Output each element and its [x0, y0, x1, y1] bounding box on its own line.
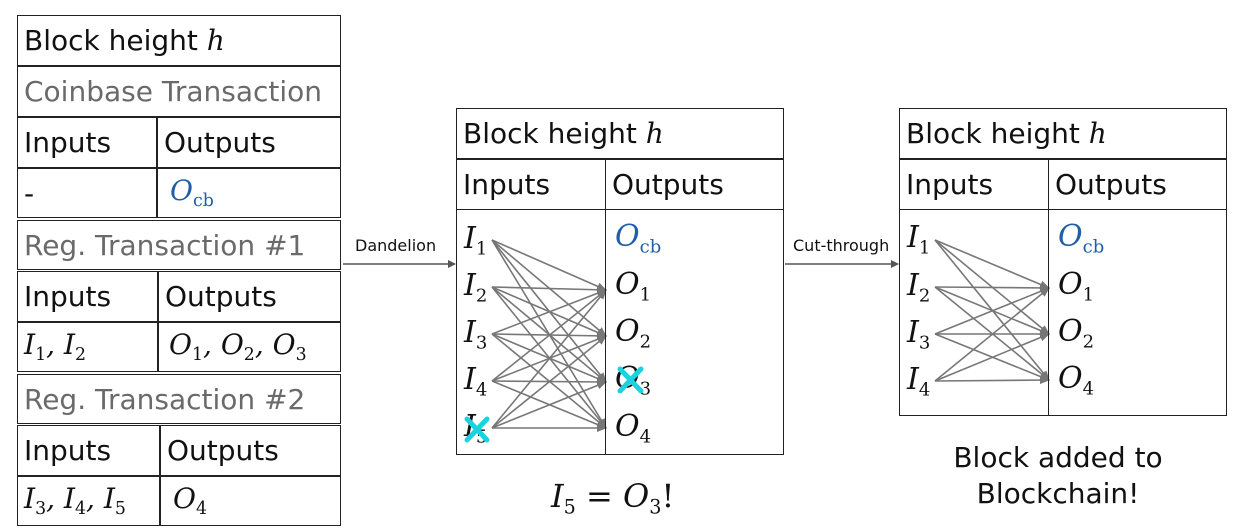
block-height-var: h — [206, 24, 225, 57]
right-input-i3: I3 — [907, 315, 931, 354]
right-output-o4: O4 — [1058, 361, 1095, 400]
middle-input-i1: I1 — [464, 221, 488, 260]
tx1-outputs-value: O1, O2, O3 — [158, 322, 341, 372]
tx2-inputs-list: I3, I4, I5 — [24, 482, 126, 520]
tx2-inputs-value: I3, I4, I5 — [17, 476, 160, 526]
right-edge-4-1 — [934, 287, 1050, 382]
right-output-ocb: Ocb — [1058, 219, 1105, 258]
right-input-i1: I1 — [907, 220, 931, 259]
middle-output-o4: O4 — [615, 409, 652, 448]
blockchain-caption: Block added to Blockchain! — [930, 440, 1186, 512]
dandelion-label: Dandelion — [355, 236, 437, 255]
right-output-o1: O1 — [1058, 267, 1095, 306]
equation-i5-equals-o3: I5 = O3! — [551, 477, 675, 519]
middle-block-header: Block height h — [456, 108, 784, 159]
middle-input-i2: I2 — [464, 268, 488, 307]
middle-input-i4: I4 — [464, 362, 488, 401]
coinbase-inputs-value: - — [17, 168, 157, 218]
right-block-header: Block height h — [899, 108, 1227, 159]
right-input-i4: I4 — [907, 362, 931, 401]
caption-line-1: Block added to — [953, 441, 1163, 474]
left-block-header: Block height h — [17, 15, 341, 66]
coinbase-title: Coinbase Transaction — [17, 66, 341, 117]
coinbase-outputs-header: Outputs — [157, 117, 341, 168]
middle-edges — [491, 239, 607, 432]
tx1-inputs-list: I1, I2 — [24, 328, 87, 366]
right-inputs-header: Inputs — [899, 159, 1049, 210]
right-output-o2: O2 — [1058, 314, 1095, 353]
coinbase-outputs-value: Ocb — [157, 168, 341, 218]
middle-output-o3: O3 — [615, 361, 652, 400]
right-edge-4-3 — [934, 376, 1050, 385]
tx1-outputs-list: O1, O2, O3 — [169, 328, 307, 366]
middle-edge-4-1 — [491, 289, 607, 382]
right-outputs-column — [1048, 209, 1227, 416]
middle-output-o2: O2 — [615, 314, 652, 353]
middle-edge-5-1 — [491, 289, 607, 429]
right-edge-4-2 — [934, 333, 1050, 382]
middle-outputs-column — [605, 209, 784, 455]
right-edge-3-1 — [934, 287, 1050, 335]
middle-edge-2-1 — [491, 285, 607, 294]
middle-edge-5-3 — [491, 381, 607, 429]
tx1-inputs-value: I1, I2 — [17, 322, 158, 372]
caption-line-2: Blockchain! — [976, 477, 1140, 510]
tx2-outputs-header: Outputs — [160, 425, 341, 476]
middle-input-i5: I5 — [464, 409, 488, 448]
middle-input-i3: I3 — [464, 315, 488, 354]
tx1-inputs-header: Inputs — [17, 271, 158, 322]
output-coinbase: Ocb — [170, 174, 214, 212]
middle-edge-1-1 — [491, 239, 607, 291]
cut-through-label: Cut-through — [793, 236, 890, 255]
tx2-title: Reg. Transaction #2 — [17, 374, 341, 424]
right-outputs-header: Outputs — [1048, 159, 1227, 210]
tx2-outputs-list: O4 — [173, 482, 208, 520]
right-edge-1-1 — [934, 239, 1050, 289]
middle-output-o1: O1 — [615, 267, 652, 306]
tx1-outputs-header: Outputs — [158, 271, 341, 322]
right-input-i2: I2 — [907, 268, 931, 307]
block-height-label: Block height — [24, 24, 198, 57]
right-edges — [934, 239, 1050, 385]
middle-inputs-header: Inputs — [456, 159, 606, 210]
middle-edge-3-1 — [491, 289, 607, 335]
tx2-inputs-header: Inputs — [17, 425, 160, 476]
middle-outputs-header: Outputs — [605, 159, 784, 210]
tx1-title: Reg. Transaction #1 — [17, 220, 341, 270]
tx2-outputs-value: O4 — [160, 476, 341, 526]
right-edge-2-1 — [934, 283, 1050, 292]
middle-output-ocb: Ocb — [615, 219, 662, 258]
coinbase-inputs-header: Inputs — [17, 117, 157, 168]
middle-edge-5-2 — [491, 335, 607, 429]
